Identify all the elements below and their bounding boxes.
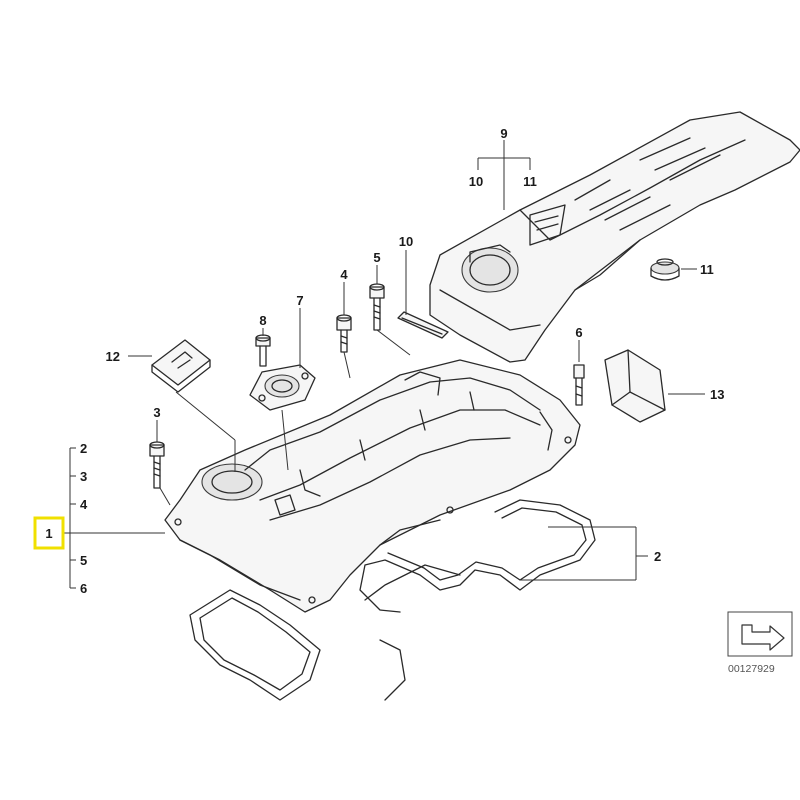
reference-number: 00127929 xyxy=(728,663,775,675)
callout-8-bolt: 8 xyxy=(259,313,266,328)
direction-arrow-icon xyxy=(727,611,793,657)
callout-10-strip: 10 xyxy=(399,234,413,249)
heat-shield[interactable] xyxy=(604,349,666,423)
leader-lines xyxy=(62,140,705,589)
bolt-3[interactable] xyxy=(149,441,165,489)
highlight-box xyxy=(33,516,65,550)
grommet[interactable] xyxy=(650,258,680,281)
callout-4-bolt: 4 xyxy=(340,267,348,282)
callout-10-cover: 10 xyxy=(469,174,483,189)
callout-3-left: 3 xyxy=(80,469,87,484)
callout-4-left: 4 xyxy=(80,497,88,512)
gasket-strip[interactable] xyxy=(397,311,449,339)
callout-2-left: 2 xyxy=(80,441,87,456)
callout-5-bolt: 5 xyxy=(373,250,380,265)
sensor-6[interactable] xyxy=(573,364,585,406)
callout-3-bolt: 3 xyxy=(153,405,160,420)
flange-seal[interactable] xyxy=(249,364,316,411)
callout-2-right: 2 xyxy=(654,549,661,564)
bolt-4[interactable] xyxy=(336,314,352,353)
callout-7-flange: 7 xyxy=(296,293,303,308)
bolt-5[interactable] xyxy=(369,283,385,331)
oil-filler-cap[interactable] xyxy=(151,339,211,393)
bolt-8[interactable] xyxy=(255,334,271,367)
gasket-set[interactable] xyxy=(189,499,596,701)
callout-5-left: 5 xyxy=(80,553,87,568)
callout-11-cover: 11 xyxy=(523,174,537,189)
callout-13-shield: 13 xyxy=(710,387,724,402)
callout-6-left: 6 xyxy=(80,581,87,596)
callout-1-highlighted: 1 xyxy=(45,526,52,541)
callout-11-grommet: 11 xyxy=(700,262,714,277)
engine-cover[interactable] xyxy=(429,111,800,363)
callout-6-sensor: 6 xyxy=(575,325,582,340)
callout-12-cap: 12 xyxy=(106,349,120,364)
callouts: 9 10 11 10 11 5 4 8 7 12 6 13 3 2 3 4 5 … xyxy=(33,126,724,596)
cylinder-head-cover[interactable] xyxy=(164,359,581,613)
callout-9: 9 xyxy=(500,126,507,141)
